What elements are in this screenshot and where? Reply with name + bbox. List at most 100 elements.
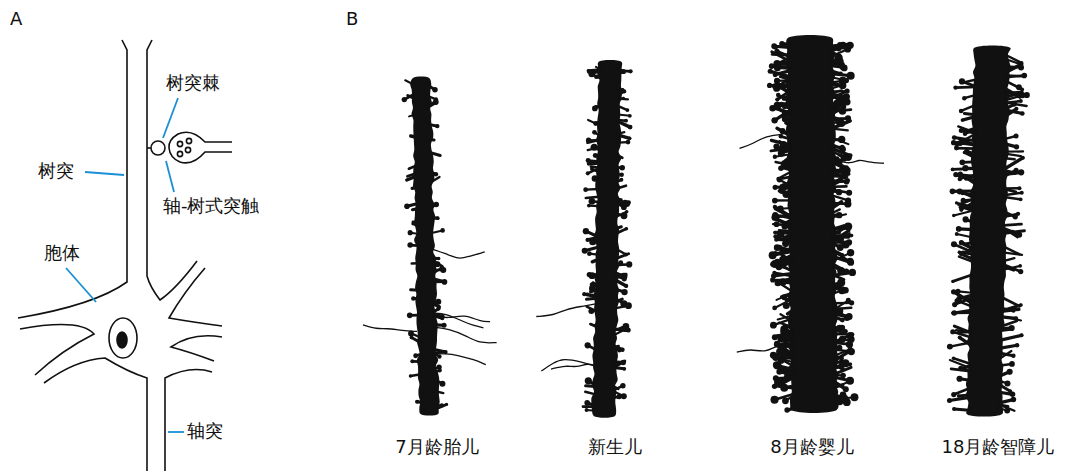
- spine-head: [772, 334, 778, 340]
- spine-head: [621, 393, 627, 399]
- spine-head: [625, 108, 629, 112]
- dendritic-spine: [1002, 264, 1020, 272]
- dendritic-spine: [1006, 110, 1023, 114]
- dendritic-spine: [773, 264, 792, 270]
- spine-head: [437, 368, 441, 372]
- dendritic-spine: [1003, 224, 1021, 225]
- spine-head: [836, 231, 841, 236]
- filopodium: [737, 344, 790, 352]
- spine-head: [592, 130, 597, 135]
- spine-head: [777, 177, 782, 182]
- dendritic-spine: [954, 409, 969, 410]
- spine-head: [436, 216, 440, 220]
- spine-head: [408, 230, 413, 235]
- panel-letter: A: [10, 8, 22, 30]
- spine-head: [768, 69, 773, 74]
- dendritic-spine: [954, 211, 974, 216]
- dendritic-spine: [950, 342, 971, 346]
- spine-head: [587, 70, 591, 74]
- part-label: 树突棘: [166, 72, 220, 94]
- dendritic-spine: [956, 147, 974, 150]
- dendritic-spine: [436, 404, 447, 409]
- spine-head: [587, 162, 591, 166]
- spine-head: [623, 323, 630, 330]
- spine-head: [959, 78, 965, 84]
- spine-head: [840, 253, 844, 257]
- spine-head: [434, 172, 439, 177]
- spine-head: [624, 119, 628, 123]
- dendritic-spine: [412, 209, 417, 210]
- dendritic-spine: [779, 229, 791, 232]
- dendritic-spine: [617, 155, 622, 157]
- filopodium: [834, 160, 884, 163]
- spine-head: [1020, 111, 1025, 116]
- spine-head: [404, 203, 410, 209]
- panel-letter: B: [346, 8, 358, 30]
- spine-head: [769, 63, 775, 69]
- dendritic-spine: [784, 234, 791, 238]
- dendritic-spine: [412, 187, 416, 188]
- spine-head: [586, 138, 591, 143]
- spine-head: [624, 284, 628, 288]
- spine-head: [947, 398, 952, 403]
- dendritic-spine: [596, 67, 601, 70]
- spine-head: [1018, 65, 1024, 71]
- spine-head: [445, 403, 448, 406]
- dendritic-spine: [429, 138, 434, 142]
- dendritic-spine: [834, 300, 848, 309]
- spine-head: [620, 348, 624, 352]
- dendritic-spine: [619, 71, 624, 74]
- spine-head: [1004, 380, 1010, 386]
- spine-head: [959, 109, 964, 114]
- spine-head: [784, 407, 789, 412]
- dendritic-spine: [408, 96, 415, 99]
- spine-head: [1018, 264, 1022, 268]
- dendritic-spine: [405, 80, 414, 85]
- spine-head: [587, 251, 592, 256]
- spine-head: [1010, 230, 1015, 235]
- caption-label: 7月龄胎儿: [395, 436, 478, 458]
- spine-head: [620, 273, 627, 280]
- spine-head: [410, 359, 414, 363]
- spine-head: [780, 384, 788, 392]
- dendritic-spine: [832, 172, 842, 176]
- dendritic-spine: [782, 257, 791, 261]
- spine-head: [594, 75, 598, 79]
- dendritic-spine: [592, 260, 597, 262]
- dendritic-spine: [832, 129, 848, 131]
- dendritic-spine: [953, 275, 972, 282]
- spine-head: [782, 105, 786, 109]
- spine-head: [963, 151, 967, 155]
- spine-head: [845, 115, 851, 121]
- spine-head: [585, 377, 592, 384]
- dendritic-spine: [1004, 197, 1021, 199]
- spine-head: [838, 136, 845, 143]
- spine-head: [626, 140, 631, 145]
- spine-head: [585, 408, 589, 412]
- spine-head: [957, 394, 960, 397]
- dendritic-spine: [433, 279, 443, 282]
- spine-head: [584, 400, 590, 406]
- dendritic-spine: [778, 109, 790, 116]
- dendritic-spine: [432, 260, 442, 266]
- dendritic-spine: [833, 231, 849, 241]
- spine-head: [846, 190, 852, 196]
- spine-head: [782, 397, 789, 404]
- spine-head: [588, 308, 594, 314]
- dendritic-spine: [957, 234, 973, 237]
- spine-head: [773, 44, 778, 49]
- dendritic-spine: [954, 138, 975, 141]
- spine-head: [839, 118, 844, 123]
- spine-head: [593, 153, 598, 158]
- spine-head: [625, 302, 632, 309]
- spine-head: [845, 197, 851, 203]
- part-label: 轴-树式突触: [163, 195, 260, 217]
- spine-head: [628, 114, 632, 118]
- dendritic-spine: [784, 325, 792, 329]
- spine-head: [1019, 198, 1023, 202]
- dendrite-segment: [363, 77, 497, 416]
- dendritic-spine: [616, 254, 629, 259]
- spine-head: [839, 356, 844, 361]
- dendritic-spine: [834, 364, 850, 367]
- dendritic-spine: [592, 147, 600, 150]
